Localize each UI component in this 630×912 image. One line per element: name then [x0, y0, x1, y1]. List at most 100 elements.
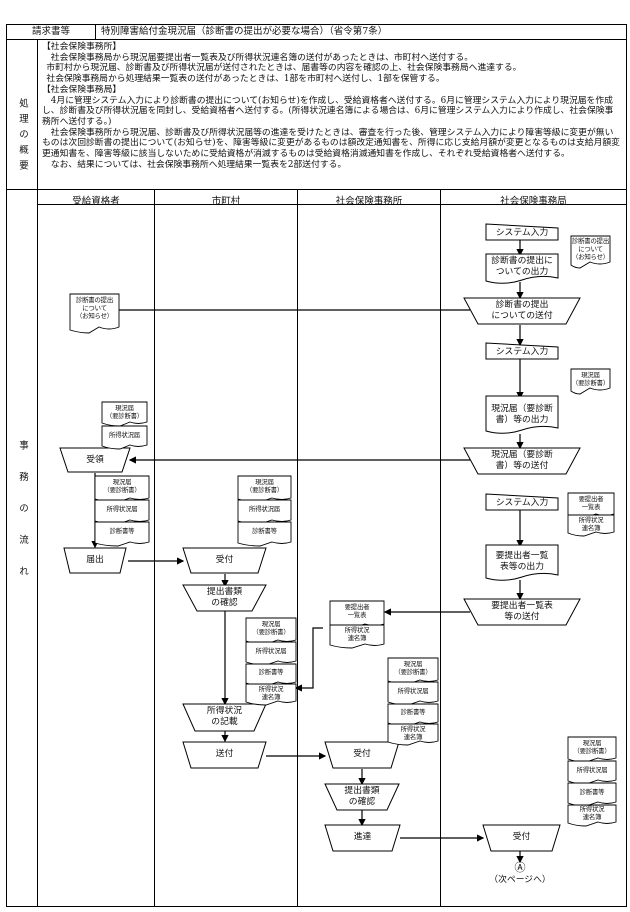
doc-line: 現況届 [582, 739, 602, 747]
doc-line: （要診断書） [394, 667, 432, 676]
municipal-send-shape [182, 741, 267, 769]
forward-label: 進達 [353, 832, 372, 842]
recipient-notice-doc [69, 293, 120, 334]
output-shape-1 [485, 253, 559, 284]
doc-line: 所得状況 [578, 516, 604, 524]
doc-line: 要提出者 [578, 495, 604, 503]
bureau-genkyo-doc-text: 現況届 （要診断書） [571, 371, 610, 388]
doc-line: （お知らせ） [75, 311, 113, 320]
bureau-notice-doc [570, 235, 611, 269]
bureau-doc-stack [567, 736, 617, 827]
doc-line: について [82, 303, 107, 312]
lane-header-social-insurance-office: 社会保険事務所 [335, 196, 403, 207]
bureau-renmei-doc-text: 所得状況 連名簿 [568, 516, 614, 533]
doc-line: 連名簿 [581, 523, 601, 532]
summary-line: 【社会保険事務局】 [42, 84, 122, 95]
summary-line: 社会保険事務局から処理結果一覧表の送付があったときは、1部を市町村へ送付し、1部… [46, 74, 445, 85]
forward-shape [324, 824, 401, 852]
send-label-3b: 等の送付 [504, 612, 540, 622]
flow-vertical-label: 事務の流れ [15, 440, 29, 598]
system-input-shape-1 [485, 223, 559, 241]
doc-line: 連名簿 [347, 633, 367, 642]
outer-frame [6, 24, 627, 907]
doc-line: 現況届 [115, 404, 134, 412]
output-label-2a: 現況届（要診断 [491, 404, 553, 414]
page-connector-symbol: Ⓐ [514, 861, 526, 874]
doc-line: 所得状況 [344, 626, 370, 634]
summary-line: なお、結果については、社会保険事務所へ処理結果一覧表を2部送付する。 [50, 159, 347, 170]
municipal-receive-shape [182, 547, 267, 574]
recipient-shotoku-doc-text-2: 所得状況届 [106, 505, 138, 513]
recipient-genkyo-doc-text-2: 現況届 （要診断書） [95, 478, 149, 495]
doc-line: 診断書の提出 [75, 296, 114, 304]
office-shotoku-doc-text: 所得状況届 [397, 687, 429, 695]
system-input-label-1: システム入力 [495, 228, 549, 238]
system-input-label-3: システム入力 [495, 498, 549, 508]
doc-line: 現況届 [255, 478, 274, 486]
lane-header-municipality: 市町村 [211, 196, 241, 207]
bureau-shotoku-doc-text: 所得状況届 [576, 766, 608, 774]
doc-line: 診断書の提出 [571, 237, 610, 245]
bureau-genkyo-doc-text-2: 現況届 （要診断書） [568, 739, 616, 756]
output-shape-3 [485, 544, 559, 581]
bureau-renmei-doc-text: 所得状況 連名簿 [568, 805, 616, 822]
flow-label-text: 事務の流れ [17, 440, 28, 598]
output-shape-2 [485, 395, 559, 434]
recipient-doc-stack-1 [101, 401, 148, 450]
output-label-3a: 要提出者一覧 [495, 551, 549, 561]
receive-label: 受領 [86, 455, 104, 465]
send-shape-3 [463, 598, 581, 626]
send-label-1a: 診断書の提出 [495, 300, 549, 310]
income-entry-label-a: 所得状況 [206, 706, 243, 716]
summary-line: 市町村から現況届、診断書及び所得状況届が送付されたときは、届書等の内容を確認の上… [46, 63, 522, 74]
municipal-genkyo-doc-text-2: 現況届 （要診断書） [246, 620, 296, 637]
send-label-1b: についての送付 [491, 311, 553, 321]
submit-shape [63, 547, 127, 574]
municipal-receive-label: 受付 [215, 555, 234, 565]
bureau-list-doc-text: 要提出者 一覧表 [568, 495, 614, 512]
income-entry-label-b: の記載 [211, 717, 238, 727]
municipal-shotoku-doc-text: 所得状況届 [249, 505, 280, 513]
recipient-shindan-doc-text: 診断書等 [109, 527, 135, 535]
system-input-shape-3 [485, 493, 559, 511]
doc-line: 所得状況 [579, 805, 605, 813]
lane-header-social-insurance-bureau: 社会保険事務局 [500, 196, 567, 207]
doc-line: （要診断書） [103, 485, 141, 494]
next-page-label: （次ページへ） [489, 875, 551, 885]
output-label-3b: 表等の出力 [500, 562, 544, 572]
bureau-receive-shape [482, 824, 561, 852]
recipient-doc-stack-2 [94, 475, 150, 547]
doc-line: 現況届 [581, 371, 600, 379]
doc-line: 要提出者 [344, 603, 370, 611]
office-genkyo-doc-text: 現況届 （要診断書） [388, 660, 438, 677]
municipal-shindan-doc-text-2: 診断書等 [258, 668, 284, 676]
municipal-shindan-doc-text: 診断書等 [252, 527, 277, 535]
doc-line: 連名簿 [403, 732, 423, 741]
recipient-shotoku-doc-text: 所得状況届 [109, 431, 140, 439]
send-label-2a: 現況届（要診断 [491, 450, 553, 460]
doc-line: 一覧表 [581, 502, 601, 511]
output-label-1a: 診断書の提出に [491, 256, 553, 266]
send-label-2b: 書）等の送付 [495, 461, 549, 471]
doc-line: 連名簿 [261, 692, 281, 701]
office-list-doc-text: 要提出者 一覧表 [330, 603, 384, 620]
send-shape-2 [463, 447, 581, 475]
output-label-2b: 書）等の出力 [495, 415, 549, 425]
office-renmei-doc-text: 所得状況 連名簿 [330, 626, 384, 643]
doc-line: について [578, 244, 603, 253]
send-shape-1 [463, 297, 581, 325]
summary-line: 社会保険事務所から現況届、診断書及び所得状況届等の進達を受けたときは、審査を行っ… [42, 127, 620, 160]
summary-line: 社会保険事務局から現況届要提出者一覧表及び所得状況連名簿の送付があったときは、市… [50, 52, 474, 63]
doc-line: 現況届 [112, 478, 132, 486]
office-receive-shape [324, 741, 400, 769]
receive-shape [59, 447, 131, 473]
doc-line: （お知らせ） [571, 252, 609, 261]
summary-vertical-label: 処理の概要 [15, 98, 29, 176]
municipal-doc-stack-1 [237, 475, 292, 547]
lane-header-recipient: 受給資格者 [72, 196, 120, 207]
doc-line: 所得状況 [400, 725, 426, 733]
office-doc-stack [387, 657, 439, 746]
summary-block: 【社会保険事務所】 社会保険事務局から現況届要提出者一覧表及び所得状況連名簿の送… [42, 42, 622, 170]
municipal-check-label-a: 提出書類 [206, 587, 243, 597]
